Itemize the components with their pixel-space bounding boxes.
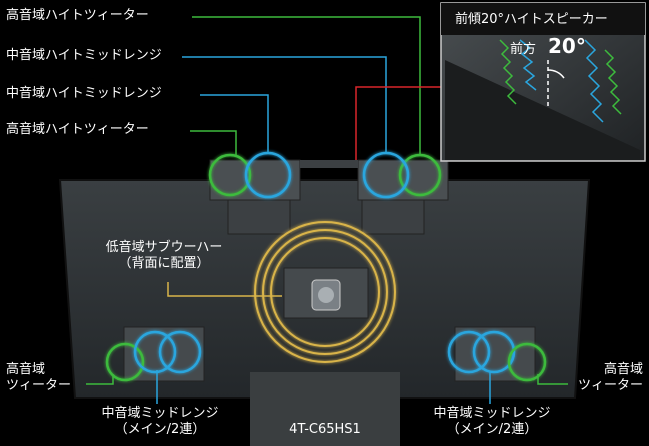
label-mid-height-midrange-1: 中音域ハイトミッドレンジ	[6, 48, 162, 63]
label-mid-right-line2: （メイン/2連）	[446, 422, 538, 437]
subwoofer-ring-mid	[262, 229, 388, 355]
line-tweeter-right	[537, 374, 568, 385]
label-mid-right-line1: 中音域ミッドレンジ	[433, 406, 551, 421]
line-mid-height-1	[182, 56, 387, 153]
inset-angle: 20°	[548, 34, 586, 58]
label-high-height-tweeter-top: 高音域ハイトツィーター	[6, 8, 149, 23]
line-high-height-top	[192, 16, 421, 155]
midrange-circle-bottom-right-2	[472, 330, 516, 374]
label-high-tweeter-right: 高音域 ツィーター	[578, 362, 643, 394]
inset-beam-green-2	[604, 49, 622, 115]
label-mid-height-midrange-2: 中音域ハイトミッドレンジ	[6, 86, 162, 101]
label-high-tweeter-right-line2: ツィーター	[577, 378, 643, 393]
label-mid-left: 中音域ミッドレンジ （メイン/2連）	[90, 406, 230, 438]
tweeter-circle-bottom-left	[105, 342, 145, 382]
subwoofer-ring-outer	[254, 221, 396, 363]
inset-beam-blue-1	[519, 39, 537, 91]
inset-beam-green-1	[499, 39, 517, 105]
height-speaker-left-base	[227, 199, 291, 235]
subwoofer-ring-inner	[270, 237, 380, 347]
line-high-height-mid	[190, 130, 237, 155]
label-mid-right: 中音域ミッドレンジ （メイン/2連）	[422, 406, 562, 438]
line-subwoofer	[167, 282, 282, 297]
tv-stand	[250, 372, 400, 446]
tweeter-circle-bottom-right	[507, 342, 547, 382]
inset-panel	[440, 2, 646, 162]
label-model: 4T-C65HS1	[289, 422, 361, 437]
label-high-tweeter-left-line2: ツィーター	[6, 378, 72, 393]
leader-lines	[86, 16, 568, 404]
label-high-height-tweeter-mid: 高音域ハイトツィーター	[6, 122, 149, 137]
top-speaker-housings	[209, 159, 449, 235]
label-mid-left-line1: 中音域ミッドレンジ	[101, 406, 219, 421]
midrange-circle-bottom-right-1	[447, 330, 491, 374]
inset-title: 前傾20°ハイトスピーカー	[455, 12, 608, 27]
height-speaker-right-base	[361, 199, 425, 235]
bottom-circles	[105, 330, 547, 382]
line-inset-red	[355, 86, 441, 160]
label-mid-left-line2: （メイン/2連）	[114, 422, 206, 437]
midrange-circle-bottom-left-2	[158, 330, 202, 374]
inset-header-bg	[441, 3, 645, 35]
line-tweeter-left	[86, 374, 114, 385]
label-subwoofer-line2: （背面に配置）	[118, 256, 210, 271]
label-high-tweeter-left: 高音域 ツィーター	[6, 362, 71, 394]
top-bar	[300, 160, 358, 168]
inset-beams	[499, 39, 622, 123]
bottom-speaker-housings	[123, 326, 536, 382]
inset-beam-blue-2	[584, 39, 604, 123]
midrange-circle-bottom-left-1	[133, 330, 177, 374]
label-high-tweeter-right-line1: 高音域	[603, 362, 643, 377]
label-subwoofer-line1: 低音域サブウーハー	[105, 240, 223, 255]
subwoofer	[254, 221, 396, 363]
inset-tv-edge	[445, 60, 640, 160]
line-mid-height-2	[200, 94, 269, 153]
label-high-tweeter-left-line1: 高音域	[6, 362, 46, 377]
inset-direction: 前方	[510, 42, 537, 57]
subwoofer-center-icon	[318, 287, 334, 303]
tweeter-circle-top-left	[208, 153, 252, 197]
inset-angle-arc	[547, 69, 565, 79]
label-subwoofer: 低音域サブウーハー （背面に配置）	[92, 240, 236, 272]
